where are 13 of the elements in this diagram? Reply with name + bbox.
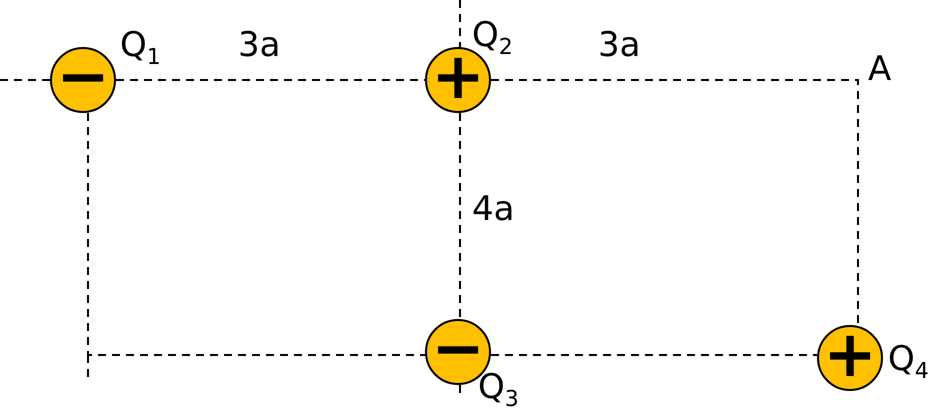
distance-label: 4a [472, 192, 514, 226]
distance-label: 3a [598, 28, 640, 62]
charge-label: Q$_{4}$ [888, 342, 929, 383]
dashed-line [491, 79, 859, 325]
dashed-line [459, 113, 461, 319]
dashed-line [116, 79, 425, 81]
charge-label: Q$_{1}$ [120, 28, 161, 69]
dashed-line [87, 113, 425, 356]
charge-sign: − [56, 45, 110, 109]
dashed-line [491, 354, 817, 356]
distance-label: 3a [238, 28, 280, 62]
point-label: A [868, 52, 892, 86]
charge-sign: + [823, 323, 877, 387]
